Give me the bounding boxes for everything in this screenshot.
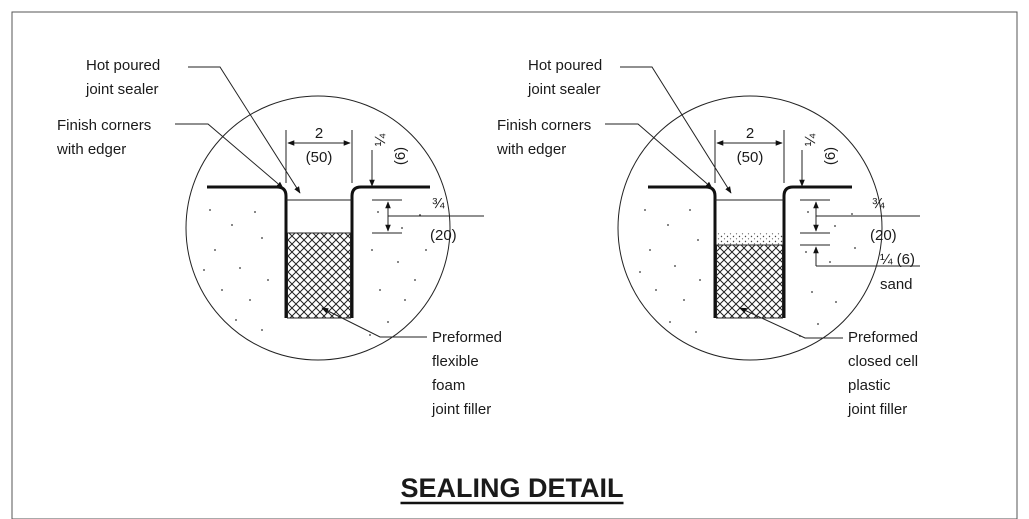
left-filler-label-line4: joint filler [431,401,491,418]
left-detail-circle [185,95,451,361]
right-detail-circle [617,95,883,361]
right-sealer-depth: ¼ [802,133,819,146]
left-recess-dim: ¾ [432,195,445,212]
left-sealer-leader [188,66,301,194]
left-corners-label-line2: with edger [56,141,126,158]
left-filler-label-line3: foam [432,377,465,394]
right-recess-dim: ¾ [872,195,885,212]
left-concrete-texture [203,209,427,336]
drawing-title: SEALING DETAIL [400,473,623,503]
right-sand-layer [716,233,783,245]
left-width-dim-metric: (50) [306,149,333,166]
right-filler-label-line1: Preformed [848,329,918,346]
left-foam-filler [287,232,351,319]
left-sealer-label-line2: joint sealer [85,81,159,98]
right-corners-label-line2: with edger [496,141,566,158]
right-sand-dim: ¼ (6) [880,251,915,268]
left-recess-dim-metric: (20) [430,227,457,244]
right-closed-cell-filler [716,244,783,319]
left-sealer-label-line1: Hot poured [86,57,160,74]
left-filler-leader [321,307,427,338]
right-filler-leader [739,307,843,339]
right-sealer-label-line2: joint sealer [527,81,601,98]
right-concrete-texture [639,209,856,337]
drawing-frame [11,11,1018,519]
right-recess-dim-metric: (20) [870,227,897,244]
right-sealer-label-line1: Hot poured [528,57,602,74]
left-sealer-depth-metric: (6) [392,147,409,165]
left-width-dim: 2 [315,125,323,142]
right-filler-label-line3: plastic [848,377,891,394]
left-corners-label-line1: Finish corners [57,117,151,134]
right-sealer-leader [620,66,732,194]
right-width-dim-metric: (50) [737,149,764,166]
right-corners-leader [605,123,713,189]
right-sealer-depth-metric: (6) [822,147,839,165]
right-width-dim: 2 [746,125,754,142]
right-filler-label-line4: joint filler [847,401,907,418]
left-detail: 2 (50) ¼ (6) ¾ (20) Hot poured joint sea… [56,57,502,418]
right-corners-label-line1: Finish corners [497,117,591,134]
right-detail: 2 (50) ¼ (6) ¾ (20) ¼ (6) sand Hot poure… [496,57,920,418]
right-sand-label: sand [880,276,913,293]
left-sealer-depth: ¼ [372,133,389,146]
left-filler-label-line1: Preformed [432,329,502,346]
left-corners-leader [175,123,284,189]
left-filler-label-line2: flexible [432,353,479,370]
right-filler-label-line2: closed cell [848,353,918,370]
